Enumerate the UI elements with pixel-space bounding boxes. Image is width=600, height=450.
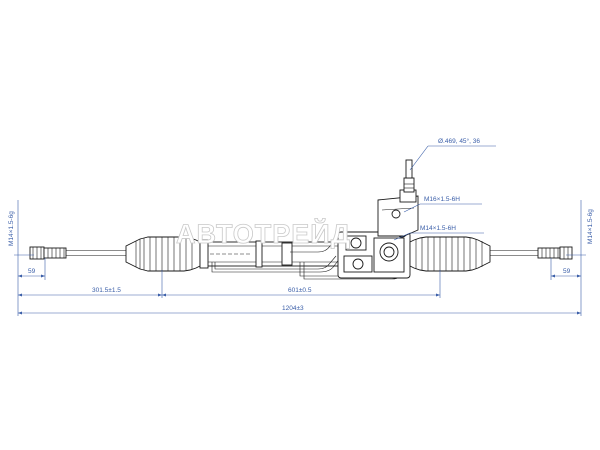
port-lower-callout: M14×1.5-6H bbox=[420, 225, 456, 232]
left-tie-rod bbox=[29, 246, 130, 260]
left-boot bbox=[125, 236, 201, 272]
rack-housing bbox=[199, 239, 351, 269]
callouts: Ø.469, 45°, 36 M16×1.5-6H M14×1.5-6H bbox=[393, 137, 496, 241]
port-upper-callout: M16×1.5-6H bbox=[424, 196, 460, 203]
right-thread-label: M14×1.5-6g bbox=[587, 209, 594, 244]
watermark: АВТОТРЕЙД bbox=[176, 218, 351, 249]
dimensions: 59 59 301.5±1.5 601±0.5 1204±3 bbox=[14, 200, 586, 316]
pinion-tower bbox=[377, 159, 419, 237]
dim-overall-length: 1204±3 bbox=[282, 305, 304, 312]
dim-left-end: 59 bbox=[28, 268, 36, 275]
steering-rack bbox=[29, 159, 573, 280]
dim-center-span: 601±0.5 bbox=[288, 287, 312, 294]
fitting-angle-callout: Ø.469, 45°, 36 bbox=[438, 137, 480, 145]
valve-body bbox=[337, 212, 411, 279]
dim-right-end: 59 bbox=[563, 268, 571, 275]
right-tie-rod bbox=[490, 246, 573, 260]
right-boot bbox=[409, 236, 491, 272]
dim-left-offset: 301.5±1.5 bbox=[92, 287, 121, 294]
left-thread-label: M14×1.5-6g bbox=[8, 211, 15, 246]
